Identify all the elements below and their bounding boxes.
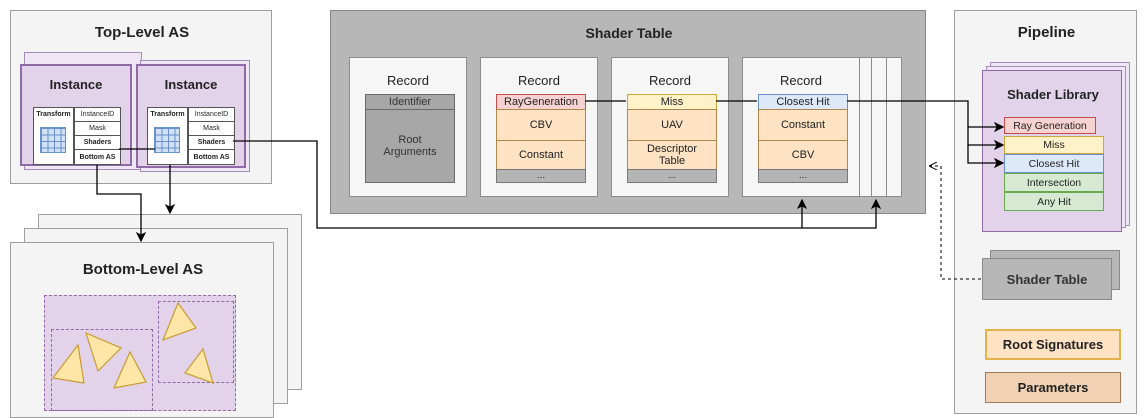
instance-table-1: Transform InstanceID Mask Shaders Bottom… xyxy=(33,107,121,165)
legend-parameters: Parameters xyxy=(985,372,1121,403)
instance-table-2: Transform InstanceID Mask Shaders Bottom… xyxy=(147,107,235,165)
record-4: Record Closest Hit Constant CBV ... xyxy=(742,57,860,197)
bottom-level-as-title: Bottom-Level AS xyxy=(82,261,204,278)
pipeline-shader-table: Shader Table xyxy=(982,258,1112,300)
instance-title-1: Instance xyxy=(49,77,103,92)
top-level-as-title: Top-Level AS xyxy=(94,24,190,41)
instance-id-cell-2: InstanceID xyxy=(188,107,235,122)
instance-card-1: Instance Transform InstanceID Mask Shade… xyxy=(20,64,132,166)
instance-card-2: Instance Transform InstanceID Mask Shade… xyxy=(136,64,246,168)
shaders-cell-1: Shaders xyxy=(74,135,121,150)
record-2-more: ... xyxy=(496,169,586,183)
shaders-cell-2: Shaders xyxy=(188,135,235,150)
record-1-title: Record xyxy=(387,73,429,88)
lib-item-any-hit: Any Hit xyxy=(1004,192,1104,211)
lib-item-miss: Miss xyxy=(1004,136,1104,154)
matrix-icon xyxy=(154,127,180,153)
transform-label-1: Transform xyxy=(36,111,71,118)
shader-library-title: Shader Library xyxy=(1007,87,1099,102)
record-3: Record Miss UAV Descriptor Table ... xyxy=(611,57,729,197)
record-3-more: ... xyxy=(627,169,717,183)
geometry-group-1 xyxy=(51,329,153,411)
record-3-descriptor-table: Descriptor Table xyxy=(627,140,717,170)
record-1-root-arguments: Root Arguments xyxy=(365,109,455,183)
shader-table-title: Shader Table xyxy=(585,25,673,41)
record-2-cbv: CBV xyxy=(496,109,586,141)
record-3-uav: UAV xyxy=(627,109,717,141)
record-1: Record Identifier Root Arguments xyxy=(349,57,467,197)
geometry-group-2 xyxy=(158,301,234,383)
bottom-level-as-panel: Bottom-Level AS xyxy=(10,242,274,418)
lib-item-ray-generation: Ray Generation xyxy=(1004,117,1096,134)
pipeline-title: Pipeline xyxy=(1017,24,1076,41)
record-2-ray-generation: RayGeneration xyxy=(496,94,586,110)
record-4-cbv: CBV xyxy=(758,140,848,170)
matrix-icon xyxy=(40,127,66,153)
record-4-constant: Constant xyxy=(758,109,848,141)
bottom-as-cell-1: Bottom AS xyxy=(74,149,121,165)
record-3-miss: Miss xyxy=(627,94,717,110)
transform-label-2: Transform xyxy=(150,111,185,118)
mask-cell-1: Mask xyxy=(74,121,121,136)
lib-item-closest-hit: Closest Hit xyxy=(1004,154,1104,173)
record-1-identifier: Identifier xyxy=(365,94,455,110)
transform-cell-2: Transform xyxy=(147,107,188,165)
record-3-title: Record xyxy=(649,73,691,88)
record-2-title: Record xyxy=(518,73,560,88)
record-2: Record RayGeneration CBV Constant ... xyxy=(480,57,598,197)
bottom-as-cell-2: Bottom AS xyxy=(188,149,235,165)
instance-id-cell-1: InstanceID xyxy=(74,107,121,122)
instance-title-2: Instance xyxy=(164,77,218,92)
mask-cell-2: Mask xyxy=(188,121,235,136)
record-2-constant: Constant xyxy=(496,140,586,170)
lib-item-intersection: Intersection xyxy=(1004,173,1104,192)
record-4-title: Record xyxy=(780,73,822,88)
legend-root-signatures: Root Signatures xyxy=(985,329,1121,360)
record-4-more: ... xyxy=(758,169,848,183)
record-4-closest-hit: Closest Hit xyxy=(758,94,848,110)
